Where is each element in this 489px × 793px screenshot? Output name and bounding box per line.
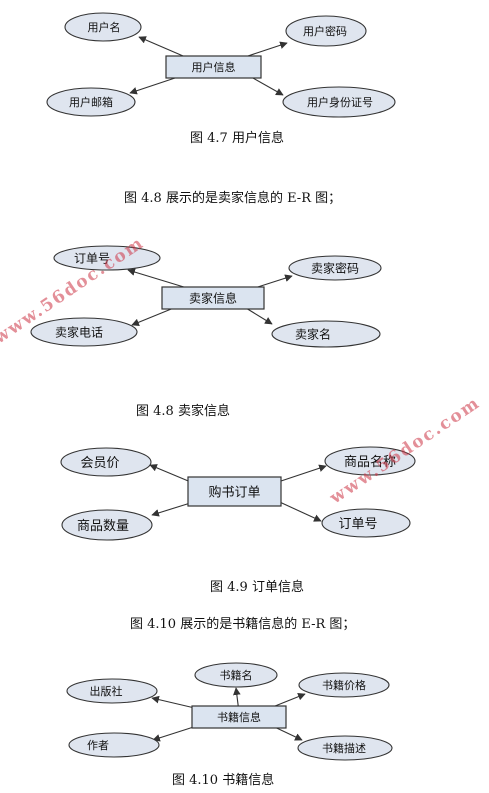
entity-label: 卖家信息 — [189, 291, 237, 306]
attribute-label: 用户名 — [88, 20, 121, 34]
attribute-ellipse — [68, 732, 160, 758]
attribute-ellipse — [53, 245, 161, 271]
relationship-arrow — [252, 77, 284, 96]
attribute-label: 商品数量 — [77, 519, 129, 534]
relationship-arrow — [127, 268, 185, 288]
caption-user-info: 图 4.7 用户信息 — [190, 131, 284, 146]
attribute-ellipse — [46, 87, 136, 117]
attribute-label: 卖家电话 — [55, 325, 103, 340]
relationship-arrow — [151, 503, 189, 517]
entity-box — [165, 55, 262, 79]
attribute-ellipse — [288, 255, 382, 281]
entity-label: 用户信息 — [192, 60, 236, 74]
entity-box — [191, 705, 287, 729]
relationship-arrow — [247, 308, 273, 325]
intro-book-info: 图 4.10 展示的是书籍信息的 E-R 图； — [130, 617, 356, 632]
relationship-arrow — [152, 727, 193, 742]
attribute-label: 订单号 — [74, 252, 110, 266]
relationship-arrow — [274, 693, 306, 707]
attribute-ellipse — [324, 446, 416, 476]
attribute-ellipse — [271, 320, 381, 348]
attribute-label: 用户密码 — [303, 24, 347, 38]
attribute-ellipse — [30, 317, 138, 347]
attribute-label: 卖家名 — [295, 327, 331, 342]
relationship-arrow — [129, 77, 176, 95]
relationship-arrow — [138, 36, 184, 57]
attribute-ellipse — [285, 15, 367, 47]
caption-order-info: 图 4.9 订单信息 — [210, 580, 304, 595]
relationship-arrow — [280, 464, 327, 482]
attribute-label: 作者 — [87, 739, 109, 752]
attribute-label: 卖家密码 — [311, 261, 359, 276]
relationship-arrow — [233, 687, 241, 707]
attribute-ellipse — [194, 662, 278, 688]
attribute-label: 书籍价格 — [322, 678, 366, 692]
attribute-ellipse — [282, 86, 396, 118]
caption-book-info: 图 4.10 书籍信息 — [172, 773, 275, 788]
relationship-arrow — [149, 464, 189, 482]
attribute-ellipse — [298, 672, 390, 698]
attribute-label: 书籍描述 — [322, 741, 366, 755]
attribute-label: 用户邮箱 — [69, 95, 113, 109]
attribute-label: 商品名称 — [344, 454, 396, 470]
attribute-ellipse — [321, 508, 411, 538]
attribute-label: 会员价 — [80, 456, 119, 471]
attribute-ellipse — [66, 678, 158, 704]
entity-label: 书籍信息 — [217, 710, 261, 724]
caption-seller-info: 图 4.8 卖家信息 — [136, 404, 230, 419]
intro-seller-info: 图 4.8 展示的是卖家信息的 E-R 图； — [124, 191, 342, 206]
relationship-arrow — [151, 695, 193, 708]
relationship-arrow — [276, 727, 303, 741]
entity-box — [187, 476, 282, 507]
entity-box — [161, 286, 265, 310]
relationship-arrow — [247, 41, 288, 57]
entity-label: 购书订单 — [208, 484, 260, 500]
attribute-label: 书籍名 — [220, 668, 253, 682]
attribute-ellipse — [61, 509, 153, 541]
relationship-arrow — [257, 274, 293, 288]
attribute-label: 出版社 — [90, 684, 123, 698]
relationship-arrow — [280, 502, 322, 522]
relationship-arrow — [131, 308, 172, 326]
attribute-ellipse — [64, 12, 142, 42]
attribute-label: 用户身份证号 — [307, 95, 373, 109]
attribute-label: 订单号 — [338, 517, 377, 532]
attribute-ellipse — [60, 447, 152, 477]
attribute-ellipse — [297, 735, 393, 761]
